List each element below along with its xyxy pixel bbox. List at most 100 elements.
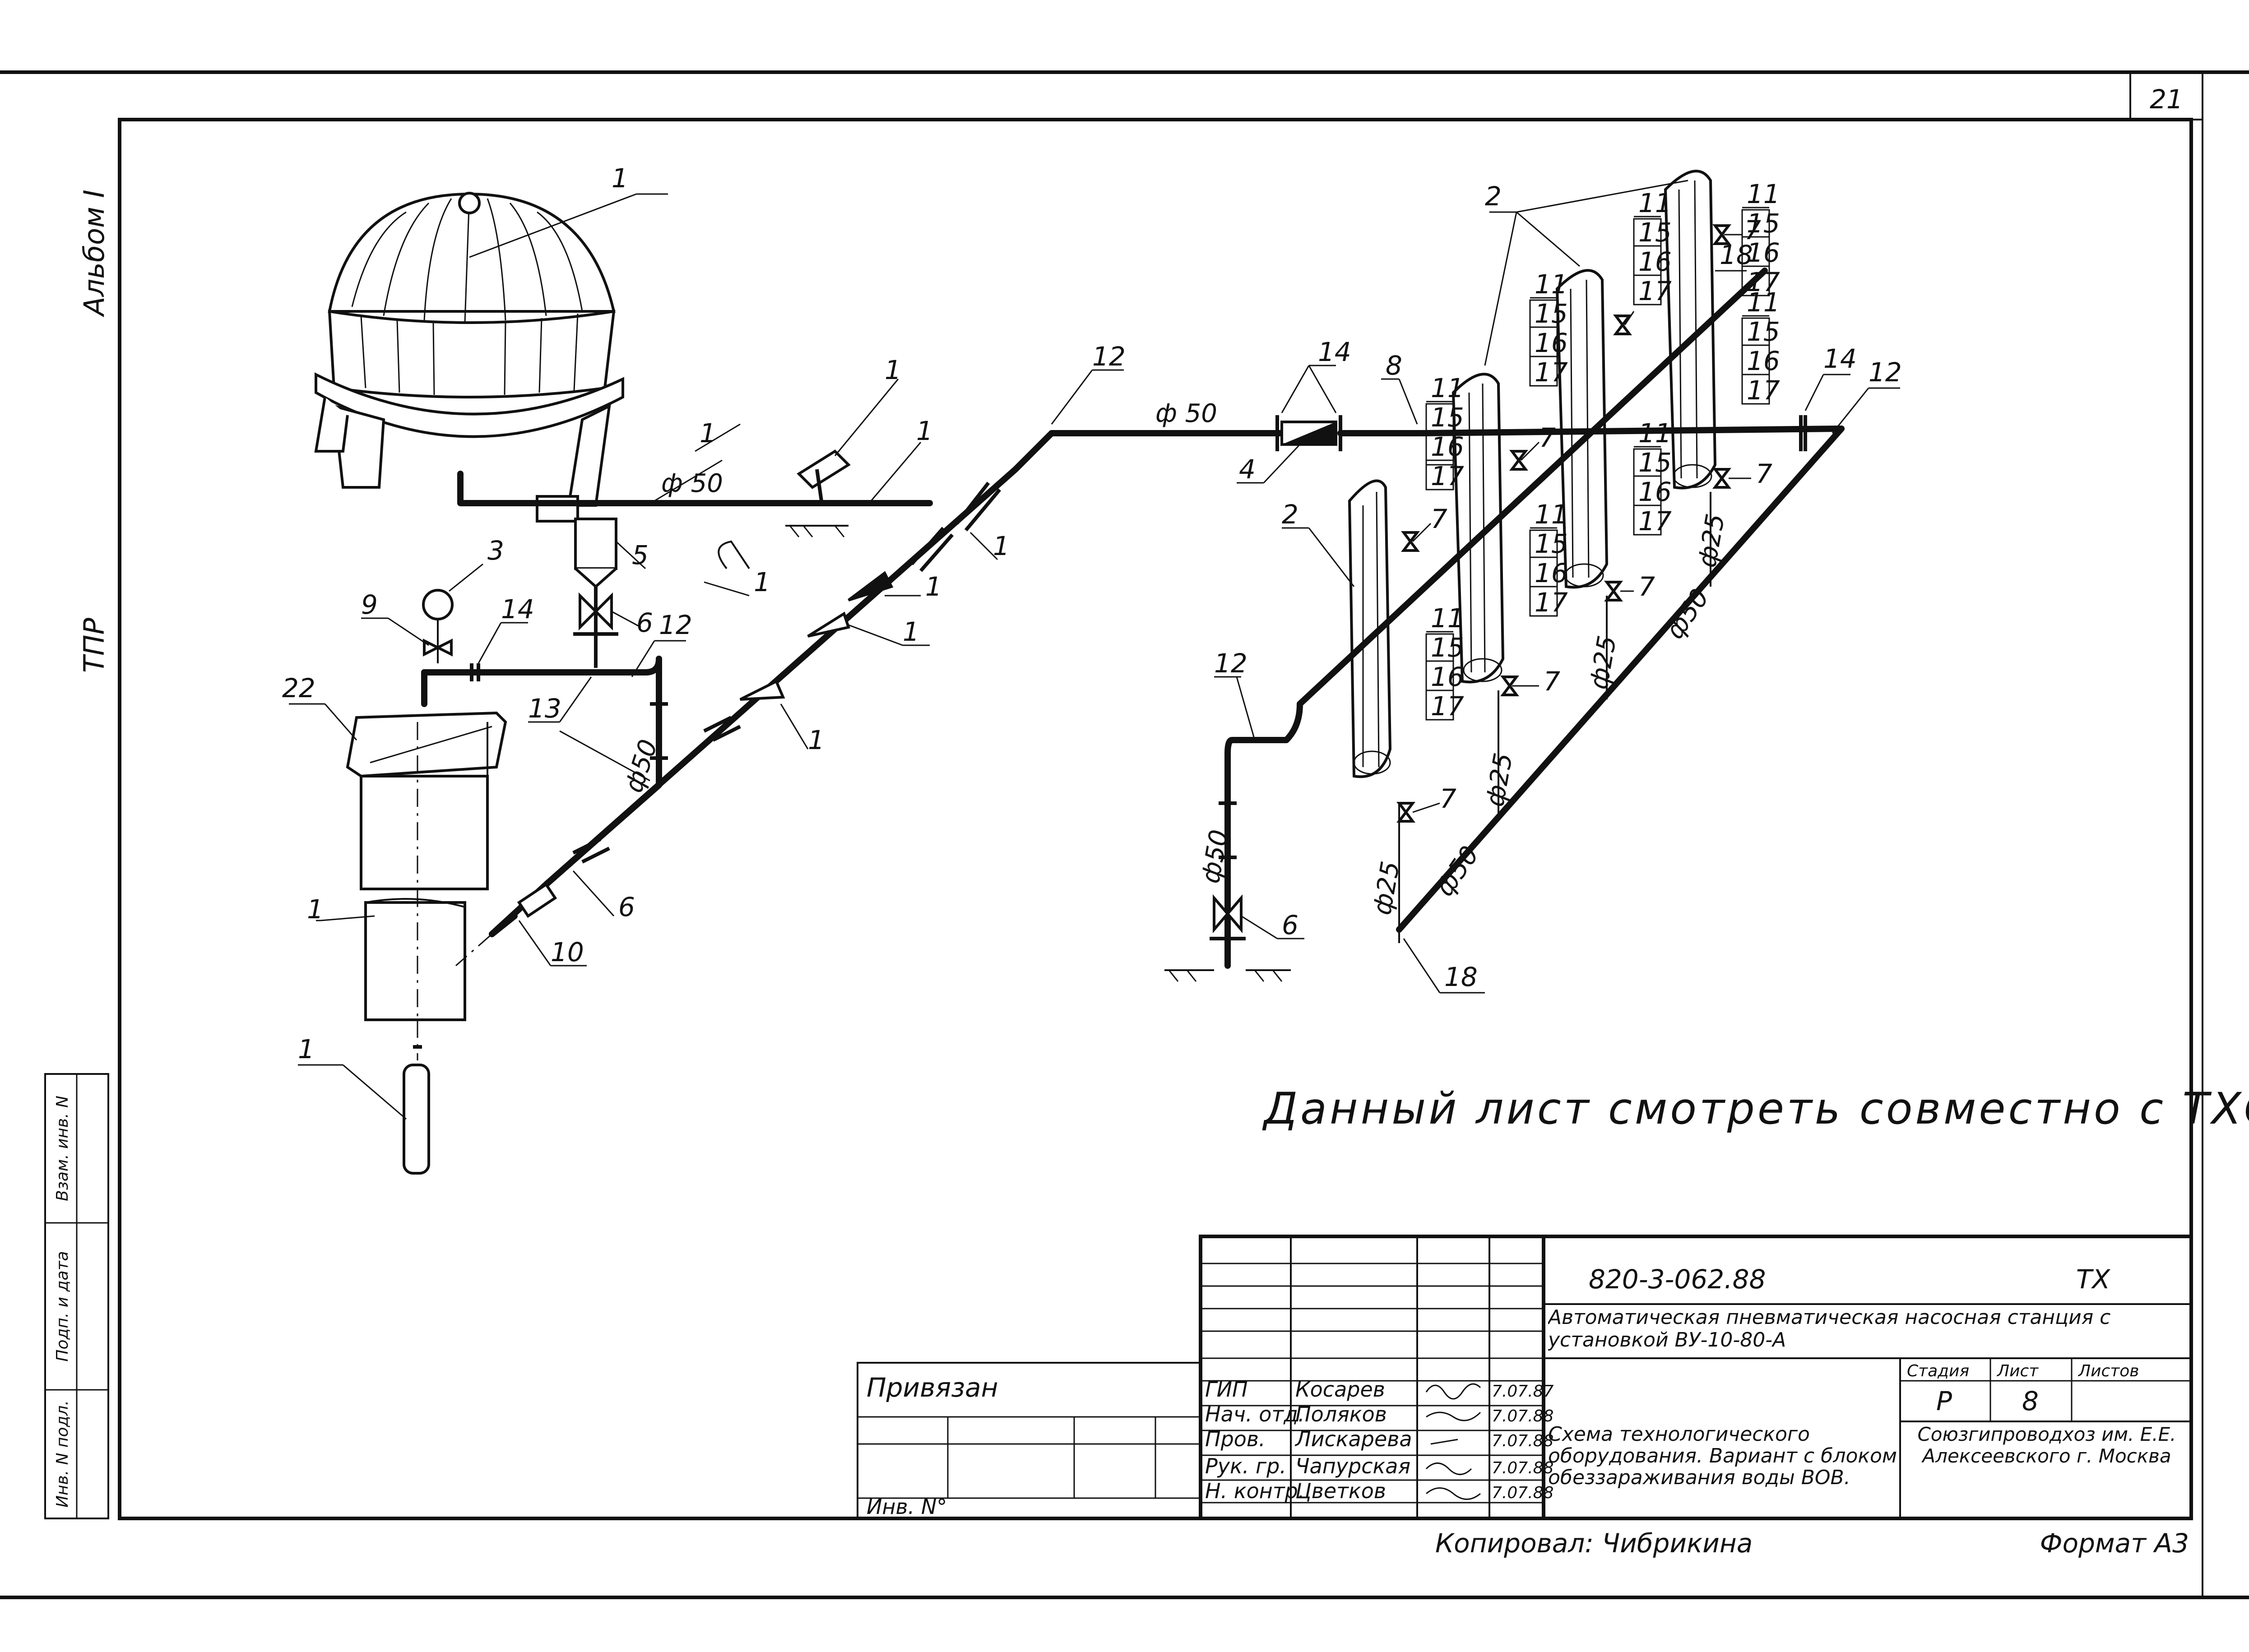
callout-valve-7-g: 7 (1756, 458, 1772, 489)
pressure-gauge (422, 589, 454, 663)
callout-check-b: 1 (993, 531, 1010, 561)
svg-text:17: 17 (1747, 375, 1780, 406)
callout-drain-top: 18 (1720, 240, 1753, 270)
filter-block (346, 711, 507, 1021)
well-pump (403, 1020, 430, 1175)
role-3: Рук. гр. (1205, 1454, 1286, 1478)
dim-collector-high: ф50 (1660, 583, 1715, 644)
spec-stack-5: 11 15 16 17 (1633, 188, 1672, 306)
svg-text:11: 11 (1638, 188, 1672, 218)
side-stamp: Взам. инв. N Подп. и дата Инв. N подл. (44, 1073, 109, 1519)
svg-text:16: 16 (1431, 662, 1464, 692)
title-block (1199, 1235, 2193, 1520)
apparatus-columns (1348, 170, 1717, 778)
role-2: Пров. (1205, 1427, 1266, 1451)
callout-fitting-10: 10 (551, 937, 584, 967)
spec-stack-8: 11 15 16 17 (1741, 287, 1780, 406)
name-4: Цветков (1295, 1479, 1386, 1503)
pipe-lower-collector (1396, 426, 1845, 933)
sheet-title: Схема технологического оборудования. Вар… (1548, 1424, 1897, 1489)
check-valves-diagonal (517, 481, 1002, 918)
doc-code: 820-3-062.88 (1589, 1264, 1766, 1295)
dispenser (573, 518, 618, 668)
binding-label: Привязан (867, 1372, 998, 1403)
spec-stack-7: 11 15 16 17 (1741, 179, 1780, 297)
project-title-box: Автоматическая пневматическая насосная с… (1548, 1306, 2110, 1351)
callout-check-e: 1 (808, 725, 825, 755)
svg-text:15: 15 (1431, 402, 1464, 433)
name-3: Чапурская (1295, 1454, 1410, 1478)
spec-stack-4: 11 15 16 17 (1529, 499, 1568, 618)
check-valve-top (785, 449, 851, 537)
callout-pipe-right: 12 (1869, 357, 1902, 388)
organization: Союзгипроводхоз им. Е.Е. Алексеевского г… (1917, 1424, 2176, 1467)
callout-gauge: 3 (487, 535, 504, 566)
callout-valve-8: 8 (1386, 350, 1402, 381)
date-1: 7.07.88 (1492, 1407, 1553, 1425)
flow-device (1275, 415, 1342, 451)
callout-valve-7-b: 7 (1539, 422, 1556, 453)
callout-valve-mid: 6 (636, 607, 653, 638)
date-2: 7.07.88 (1492, 1432, 1553, 1450)
dim-collector-low: ф50 (1430, 841, 1485, 902)
svg-text:17: 17 (1535, 357, 1568, 388)
svg-text:16: 16 (1638, 477, 1672, 507)
stage-value: Р (1936, 1386, 1952, 1416)
pipe-top-horizontal (1012, 430, 1308, 472)
callout-valve-9: 9 (361, 589, 378, 620)
inv-label: Инв. N° (867, 1495, 947, 1519)
spec-stack-2: 11 15 16 17 (1425, 373, 1464, 491)
name-0: Косарев (1295, 1377, 1385, 1402)
callout-valve-6-left: 6 (618, 892, 635, 922)
doc-mark: ТХ (2076, 1264, 2110, 1295)
svg-text:16: 16 (1535, 328, 1568, 358)
svg-text:15: 15 (1747, 208, 1780, 239)
svg-text:15: 15 (1431, 632, 1464, 663)
page-number: 21 (2150, 84, 2183, 115)
svg-text:15: 15 (1638, 217, 1672, 248)
valves-7 (1396, 224, 1731, 823)
callout-pump-upper: 1 (307, 894, 324, 925)
pipe-riser-right (1224, 737, 1249, 969)
svg-text:17: 17 (1638, 276, 1672, 306)
side-stamp-signature: Подп. и дата (53, 1251, 72, 1361)
callout-check-d: 1 (903, 616, 919, 647)
callout-tank: 1 (612, 163, 628, 194)
side-stamp-original: Инв. N подл. (53, 1400, 72, 1508)
pipe-filter-outlet (421, 656, 662, 676)
callout-device-4: 4 (1239, 454, 1256, 485)
role-4: Н. контр. (1205, 1479, 1304, 1503)
role-1: Нач. отд. (1205, 1402, 1305, 1426)
organization-box: Союзгипроводхоз им. Е.Е. Алексеевского г… (1917, 1424, 2176, 1467)
role-0: ГИП (1205, 1377, 1248, 1402)
name-1: Поляков (1295, 1402, 1387, 1426)
svg-text:15: 15 (1535, 298, 1568, 329)
date-3: 7.07.88 (1492, 1459, 1553, 1477)
side-stamp-replaced: Взам. инв. N (53, 1096, 72, 1201)
svg-text:15: 15 (1638, 447, 1672, 478)
callout-apparatus-top: 2 (1485, 181, 1502, 212)
callout-filter: 22 (282, 673, 315, 703)
callout-apparatus-left: 2 (1282, 499, 1298, 530)
callout-insert-right: 14 (1823, 343, 1857, 374)
album-label: Альбом I (78, 190, 111, 318)
sheet-value: 8 (2022, 1386, 2039, 1416)
svg-text:17: 17 (1747, 267, 1780, 297)
drawing-note: Данный лист смотреть совместно с ТХС02 (1262, 1083, 2249, 1134)
svg-text:11: 11 (1747, 287, 1780, 318)
svg-text:16: 16 (1431, 431, 1464, 462)
dim-top-pipe: ф 50 (1155, 399, 1217, 428)
callout-insert-14: 14 (1318, 337, 1351, 367)
svg-text:16: 16 (1747, 346, 1780, 376)
pipe-diagonal-left (489, 466, 1019, 937)
spec-stack-6: 11 15 16 17 (1633, 418, 1672, 537)
callout-insert-left: 14 (501, 594, 534, 625)
sheet-format: Формат А3 (2040, 1528, 2189, 1559)
copied-by: Копировал: Чибрикина (1435, 1528, 1753, 1559)
callout-valve-7-d: 7 (1440, 783, 1456, 814)
stage-label: Стадия (1907, 1362, 1969, 1380)
sheet-title-box: Схема технологического оборудования. Вар… (1548, 1424, 1897, 1489)
spec-stack-1: 11 15 16 17 (1425, 603, 1464, 722)
callout-valve-7-f: 7 (1638, 571, 1655, 602)
